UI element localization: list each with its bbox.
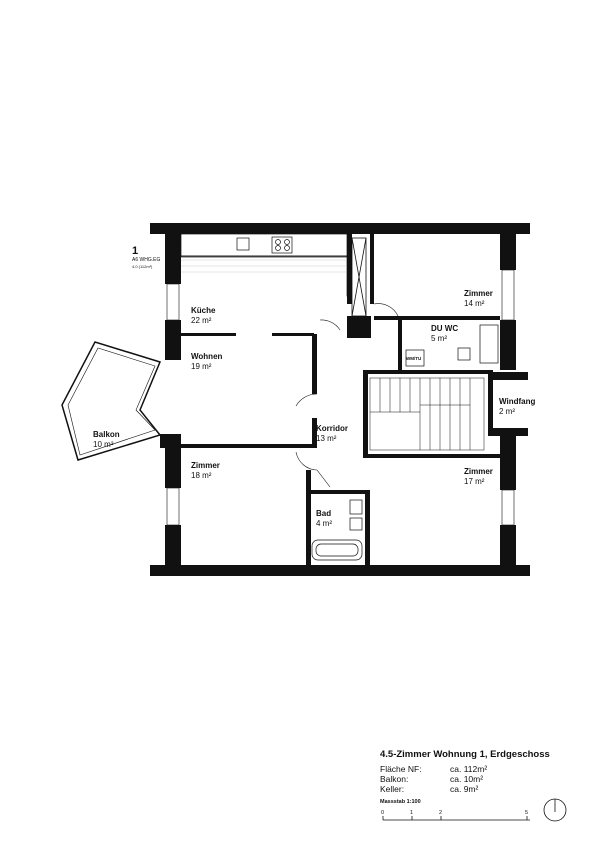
scale-tick-label: 1 [410, 810, 414, 816]
room-label-korridor: Korridor 13 m² [316, 424, 348, 444]
info-row: Fläche NF: ca. 112m² [380, 764, 580, 774]
room-area: 19 m² [191, 362, 212, 371]
room-name: Zimmer [464, 467, 493, 476]
scale-title: Massstab 1:100 [380, 799, 421, 805]
shaft [351, 237, 367, 317]
bathroom-fixtures [311, 324, 499, 561]
info-row: Balkon: ca. 10m² [380, 774, 580, 784]
room-area: 17 m² [464, 477, 485, 486]
room-area: 18 m² [191, 471, 212, 480]
scale-tick-label: 0 [381, 810, 385, 816]
info-label: Balkon: [380, 774, 409, 784]
balcony [61, 341, 162, 461]
info-block: 4.5-Zimmer Wohnung 1, Erdgeschoss Fläche… [380, 749, 580, 794]
room-area: 2 m² [499, 407, 515, 416]
windows [166, 269, 515, 526]
room-area: 22 m² [191, 316, 212, 325]
kitchen-floor-hatch [181, 259, 347, 273]
room-label-du-wc: DU WC 5 m² [431, 324, 458, 344]
info-value: ca. 9m² [450, 784, 479, 794]
room-name: Korridor [316, 424, 348, 433]
unit-area: 4.0 (112m²) [132, 264, 153, 269]
unit-number: 1 [132, 245, 139, 257]
info-label: Fläche NF: [380, 764, 422, 774]
room-label-windfang: Windfang 2 m² [499, 397, 535, 417]
info-label: Keller: [380, 784, 405, 794]
scale-tick-label: 5 [525, 810, 529, 816]
room-label-kueche: Küche 22 m² [191, 306, 215, 326]
room-name: DU WC [431, 324, 459, 333]
scale-tick-label: 2 [439, 810, 443, 816]
room-area: 10 m² [93, 440, 114, 449]
interior-walls [181, 234, 500, 565]
kitchen-counter [180, 233, 348, 297]
room-area: 4 m² [316, 519, 332, 528]
room-name: Bad [316, 509, 332, 518]
room-label-balkon: Balkon 10 m² [93, 430, 120, 450]
room-label-wohnen: Wohnen 19 m² [191, 352, 222, 372]
info-title: 4.5-Zimmer Wohnung 1, Erdgeschoss [380, 749, 550, 760]
info-value: ca. 10m² [450, 774, 484, 784]
info-row: Keller: ca. 9m² [380, 784, 580, 794]
room-name: Zimmer [191, 461, 220, 470]
exterior-walls [150, 223, 530, 576]
room-label-zimmer-ne: Zimmer 14 m² [464, 289, 493, 309]
washer-tag: WM/TU [406, 356, 422, 361]
room-label-bad: Bad 4 m² [316, 509, 332, 529]
room-name: Windfang [499, 397, 536, 406]
room-name: Zimmer [464, 289, 493, 298]
scale-bar [382, 816, 530, 821]
room-area: 14 m² [464, 299, 485, 308]
room-name: Wohnen [191, 352, 223, 361]
room-area: 5 m² [431, 334, 447, 343]
room-name: Balkon [93, 430, 120, 439]
unit-code: A6 WHG.EG [132, 257, 161, 263]
info-value: ca. 112m² [450, 764, 488, 774]
room-area: 13 m² [316, 434, 337, 443]
stair [369, 377, 485, 451]
north-arrow [543, 798, 567, 822]
room-label-zimmer-se: Zimmer 17 m² [464, 467, 493, 487]
room-name: Küche [191, 306, 216, 315]
room-label-zimmer-sw: Zimmer 18 m² [191, 461, 220, 481]
